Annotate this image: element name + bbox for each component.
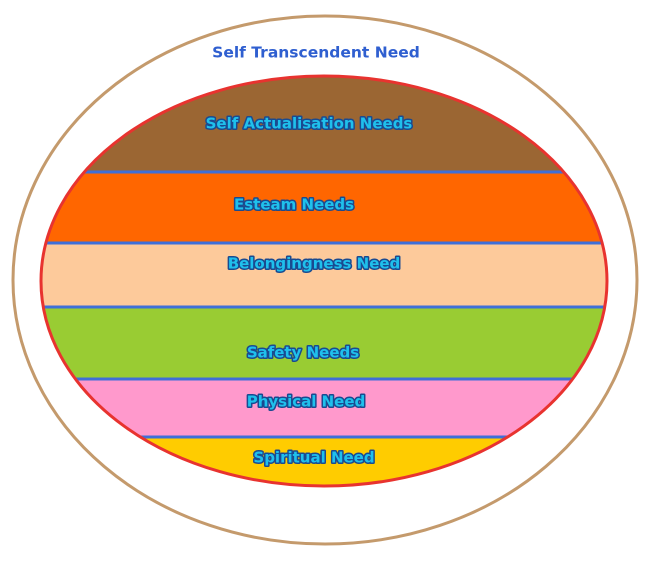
band-label-spiritual: Spiritual Need: [253, 449, 374, 467]
band-label-physical: Physical Need: [247, 393, 366, 411]
band-label-outline: Self Actualisation Needs: [206, 115, 413, 133]
band-label-self-actualisation: Self Actualisation Needs: [206, 115, 413, 133]
band-label-safety: Safety Needs: [247, 344, 359, 362]
band-safety: [41, 307, 607, 379]
band-esteam: [41, 172, 607, 243]
band-label-esteam: Esteam Needs: [234, 196, 354, 214]
band-physical: [41, 379, 607, 437]
band-belongingness: [41, 243, 607, 307]
band-label-outline: Spiritual Need: [253, 449, 374, 467]
band-label-outline: Belongingness Need: [228, 255, 401, 273]
outer-label: Self Transcendent Need: [212, 44, 420, 62]
band-label-belongingness: Belongingness Need: [228, 255, 401, 273]
band-label-outline: Esteam Needs: [234, 196, 354, 214]
band-label-outline: Safety Needs: [247, 344, 359, 362]
inner-ellipse: [39, 74, 609, 488]
band-label-outline: Physical Need: [247, 393, 366, 411]
